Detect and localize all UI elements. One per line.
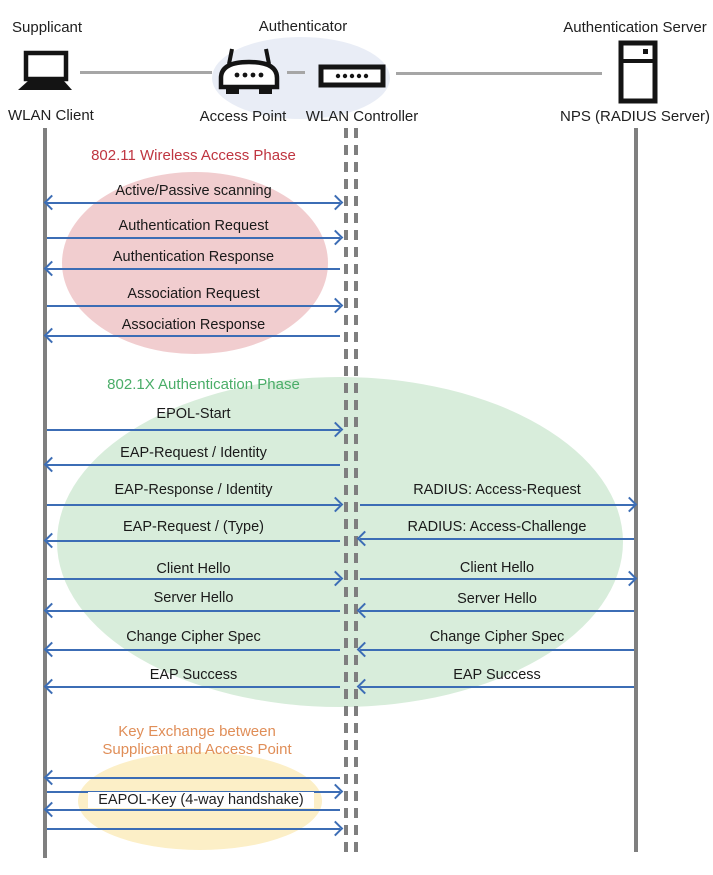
message-label: RADIUS: Access-Request (413, 482, 581, 498)
message-label: Active/Passive scanning (115, 183, 272, 199)
message-label: Server Hello (457, 591, 537, 607)
phase2-title: 802.1X Authentication Phase (107, 376, 300, 393)
laptop-icon (18, 50, 72, 90)
message-arrow (47, 297, 344, 314)
message-label: EAP-Request / (Type) (122, 519, 265, 535)
message-label: EAP-Request / Identity (120, 445, 267, 461)
message-arrow (43, 769, 340, 786)
message-label: Change Cipher Spec (126, 629, 261, 645)
message-arrow (360, 570, 638, 587)
phase3-title-line2: Supplicant and Access Point (102, 741, 292, 758)
message-label: Client Hello (156, 561, 231, 577)
message-arrow (47, 820, 344, 837)
server-icon (618, 40, 658, 104)
message-arrow (43, 260, 340, 277)
message-arrow (43, 641, 340, 658)
message-label: Association Request (127, 286, 260, 302)
lifeline-wlan-controller (354, 128, 358, 856)
message-arrow (43, 327, 340, 344)
phase2-ellipse (57, 377, 623, 707)
arrowhead-right (327, 783, 344, 800)
client-ap-connector (80, 71, 212, 74)
ap-controller-connector (287, 71, 305, 74)
message-label: Client Hello (459, 560, 535, 576)
node-wlan-controller: WLAN Controller (305, 108, 419, 125)
message-arrow (43, 678, 340, 695)
message-arrow (47, 229, 344, 246)
access-point-icon (218, 48, 280, 94)
message-label: RADIUS: Access-Challenge (407, 519, 587, 535)
message-arrow (43, 456, 340, 473)
message-arrow (47, 421, 344, 438)
message-arrow (43, 801, 340, 818)
message-arrow (47, 570, 344, 587)
message-arrow (43, 194, 344, 211)
message-arrow (47, 496, 344, 513)
message-label: EAP Success (453, 667, 541, 683)
message-label: EAP-Response / Identity (114, 482, 273, 498)
lifeline-wlan-client (43, 128, 47, 858)
node-nps-radius-server: NPS (RADIUS Server) (560, 108, 711, 125)
message-label: Change Cipher Spec (429, 629, 565, 645)
message-label: Authentication Response (112, 249, 275, 265)
controller-server-connector (396, 72, 602, 75)
node-access-point: Access Point (199, 108, 287, 125)
message-label: Authentication Request (118, 218, 269, 234)
message-arrow (356, 602, 634, 619)
message-arrow (360, 496, 638, 513)
wlan-controller-icon (318, 64, 386, 88)
message-arrow (356, 641, 634, 658)
message-arrow (43, 532, 340, 549)
message-label: EPOL-Start (156, 406, 231, 422)
phase1-title: 802.11 Wireless Access Phase (91, 147, 296, 164)
message-arrow (43, 602, 340, 619)
role-authentication-server: Authentication Server (563, 19, 707, 36)
message-label: EAP Success (149, 667, 238, 683)
lifeline-access-point (344, 128, 348, 856)
eapol-key-label: EAPOL-Key (4-way handshake) (88, 792, 314, 808)
role-authenticator: Authenticator (258, 18, 348, 35)
message-label: Server Hello (153, 590, 234, 606)
phase3-title-line1: Key Exchange between (118, 723, 276, 740)
arrowhead-right (327, 820, 344, 837)
message-label: Association Response (121, 317, 266, 333)
role-supplicant: Supplicant (12, 19, 83, 36)
lifeline-radius-server (634, 128, 638, 852)
message-arrow (356, 530, 634, 547)
message-arrow (356, 678, 634, 695)
node-wlan-client: WLAN Client (8, 107, 94, 124)
